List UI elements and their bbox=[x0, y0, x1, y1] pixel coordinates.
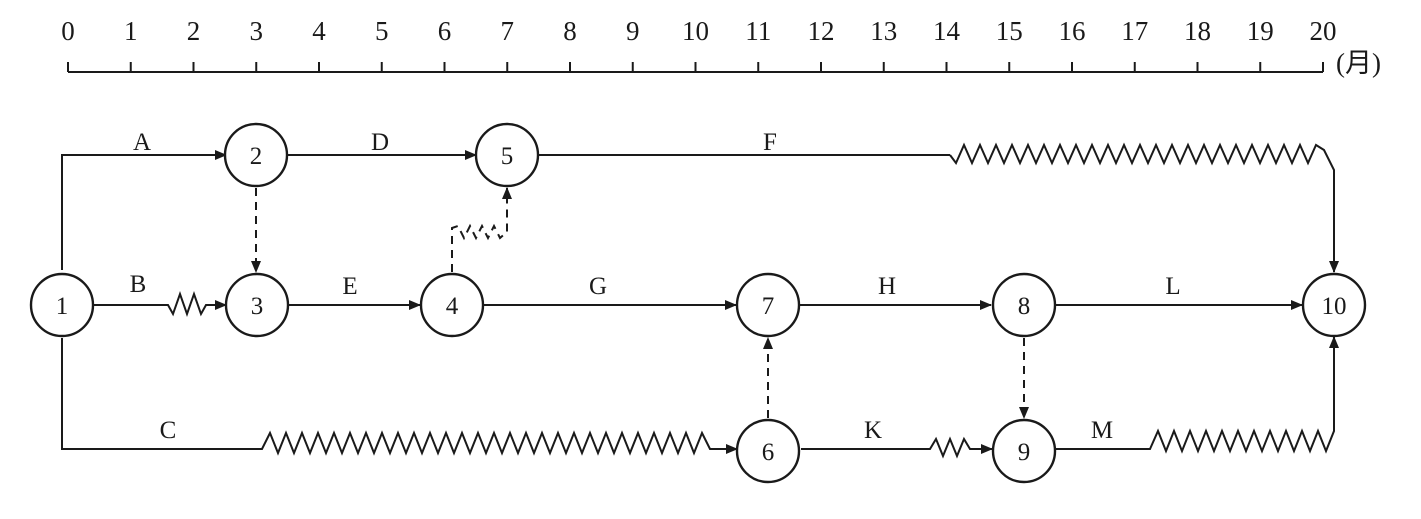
time-tick-label: 0 bbox=[61, 16, 75, 46]
node-5: 5 bbox=[474, 122, 540, 188]
time-tick-label: 19 bbox=[1247, 16, 1274, 46]
time-tick-label: 7 bbox=[501, 16, 515, 46]
time-tick-label: 12 bbox=[808, 16, 835, 46]
activity-b-arrow bbox=[94, 290, 227, 318]
node-10: 10 bbox=[1301, 272, 1367, 338]
time-tick-label: 17 bbox=[1121, 16, 1148, 46]
activity-lines bbox=[61, 142, 1339, 459]
dummy-activities bbox=[251, 187, 1029, 419]
node-1: 1 bbox=[29, 272, 95, 338]
activity-labels: A D F B E G H L C K M bbox=[130, 129, 1181, 444]
time-tick-label: 15 bbox=[996, 16, 1023, 46]
time-tick-label: 1 bbox=[124, 16, 138, 46]
node-5-label: 5 bbox=[501, 143, 514, 170]
node-2: 2 bbox=[223, 122, 289, 188]
time-unit-label: (月) bbox=[1336, 48, 1381, 78]
node-4-label: 4 bbox=[446, 293, 459, 320]
time-tick-label: 14 bbox=[933, 16, 961, 46]
time-tick-label: 8 bbox=[563, 16, 577, 46]
activity-f-label: F bbox=[763, 129, 777, 156]
time-tick-label: 6 bbox=[438, 16, 452, 46]
time-tick-label: 5 bbox=[375, 16, 389, 46]
time-tick-label: 20 bbox=[1310, 16, 1337, 46]
time-tick-label: 18 bbox=[1184, 16, 1211, 46]
time-tick-label: 3 bbox=[250, 16, 264, 46]
time-tick-label: 16 bbox=[1059, 16, 1086, 46]
node-2-label: 2 bbox=[250, 143, 263, 170]
activity-e-label: E bbox=[342, 273, 357, 300]
activity-h-label: H bbox=[878, 273, 896, 300]
node-9-label: 9 bbox=[1018, 439, 1031, 466]
activity-m-label: M bbox=[1091, 417, 1113, 444]
activity-c-arrow bbox=[61, 338, 738, 456]
node-4: 4 bbox=[419, 272, 485, 338]
time-tick-label: 11 bbox=[745, 16, 771, 46]
node-6: 6 bbox=[735, 418, 801, 484]
node-7-label: 7 bbox=[762, 293, 775, 320]
activity-g-label: G bbox=[589, 273, 607, 300]
node-8: 8 bbox=[991, 272, 1057, 338]
node-1-label: 1 bbox=[56, 293, 69, 320]
node-3-label: 3 bbox=[251, 293, 264, 320]
activity-a-label: A bbox=[133, 129, 151, 156]
activity-c-label: C bbox=[160, 417, 177, 444]
time-tick-label: 9 bbox=[626, 16, 640, 46]
node-9: 9 bbox=[991, 418, 1057, 484]
node-7: 7 bbox=[735, 272, 801, 338]
activity-b-label: B bbox=[130, 271, 147, 298]
node-3: 3 bbox=[224, 272, 290, 338]
activity-m-arrow bbox=[1056, 336, 1339, 454]
activity-d-label: D bbox=[371, 129, 389, 156]
activity-a-arrow bbox=[61, 150, 227, 270]
time-tick-label: 2 bbox=[187, 16, 201, 46]
node-6-label: 6 bbox=[762, 439, 775, 466]
dummy-4-5-arrow bbox=[451, 187, 512, 272]
node-8-label: 8 bbox=[1018, 293, 1031, 320]
activity-f-float-wave bbox=[949, 142, 1339, 273]
nodes: 1 2 3 4 5 6 7 8 bbox=[29, 122, 1367, 484]
time-tick-label: 10 bbox=[682, 16, 709, 46]
time-tick-label: 4 bbox=[312, 16, 326, 46]
node-10-label: 10 bbox=[1322, 293, 1347, 320]
activity-k-arrow bbox=[801, 436, 993, 459]
activity-l-label: L bbox=[1165, 273, 1180, 300]
activity-k-label: K bbox=[864, 417, 882, 444]
time-tick-label: 13 bbox=[870, 16, 897, 46]
